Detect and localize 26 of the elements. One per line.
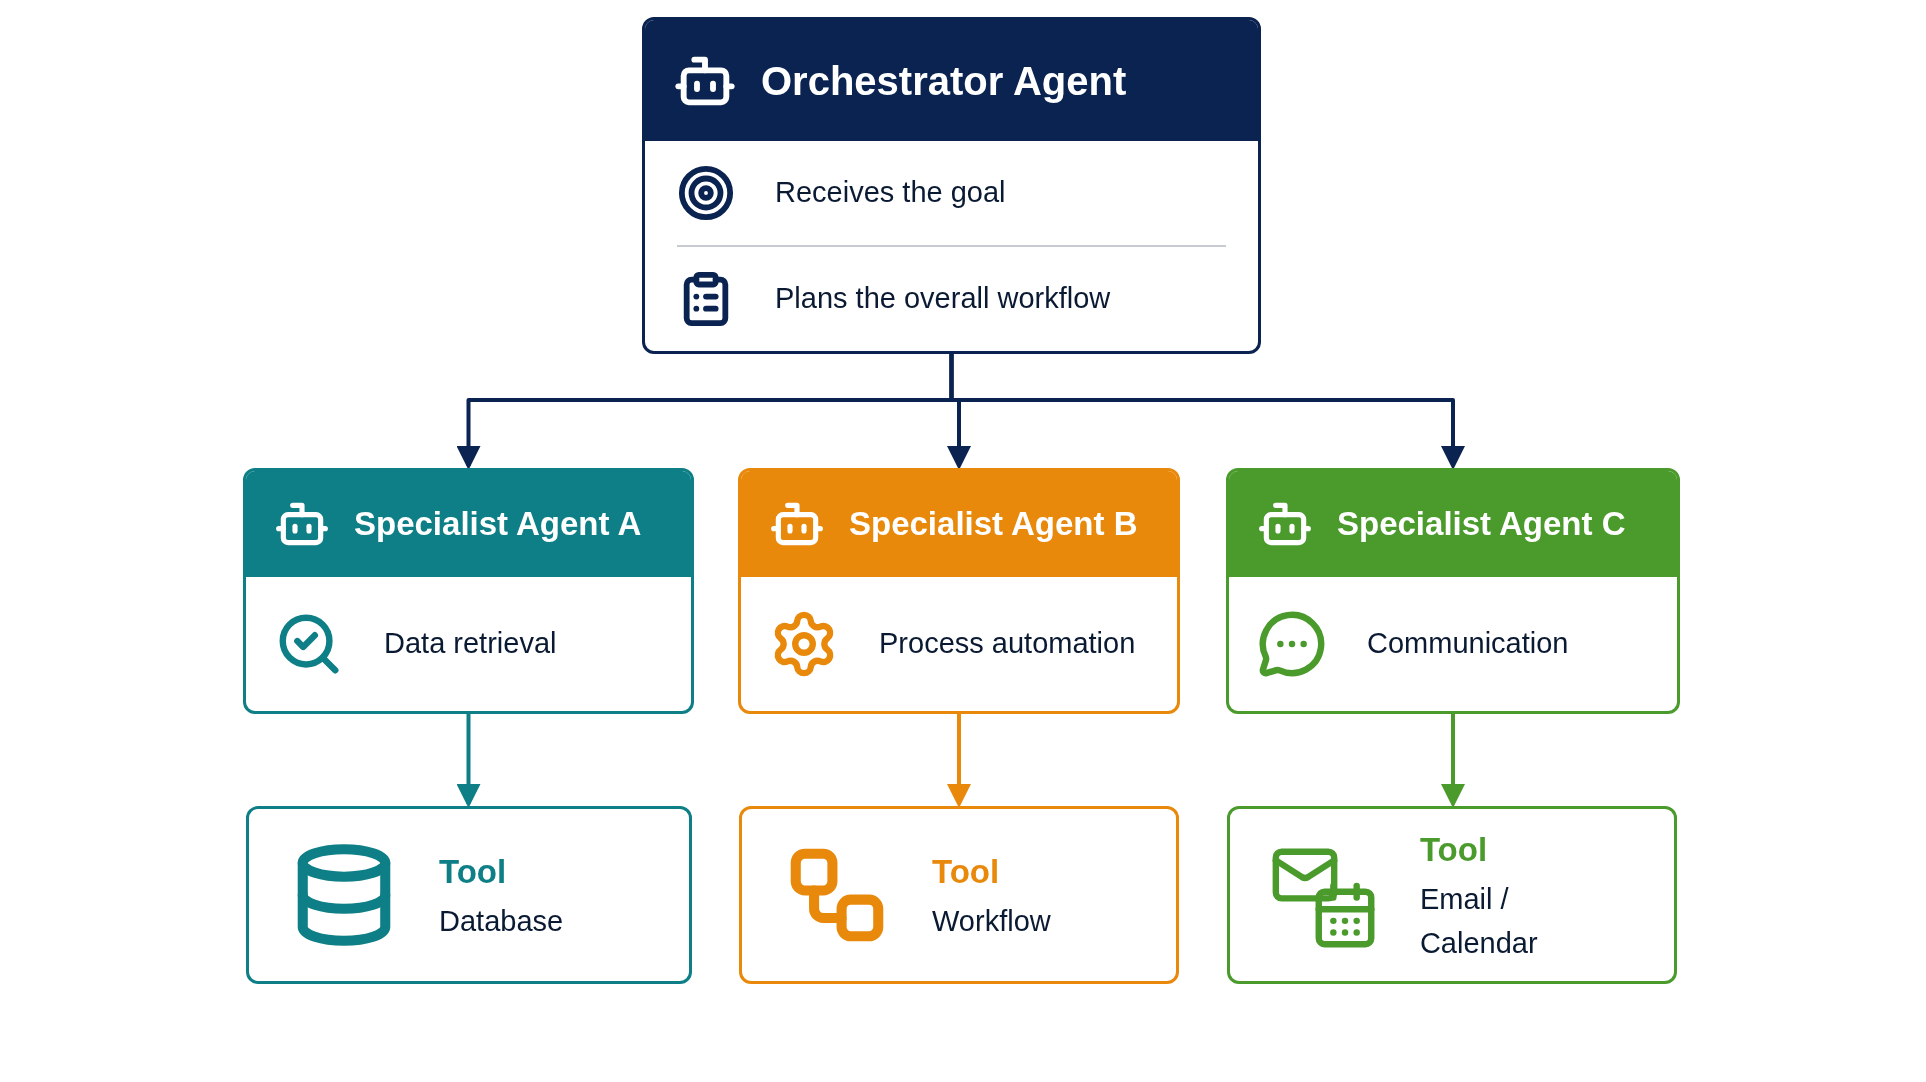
agent-card [243,468,694,714]
tool-name: Database [439,904,564,939]
agent-title: Specialist Agent C [1337,504,1626,545]
role-text: Process automation [879,626,1136,662]
agent-title: Orchestrator Agent [761,57,1127,105]
orchestrator-card [642,17,1261,354]
tool-card [246,806,692,984]
role-text: Communication [1367,626,1569,662]
agent-card [738,468,1180,714]
agent-card [1226,468,1680,714]
agent-title: Specialist Agent B [849,504,1138,545]
role-text: Data retrieval [384,626,557,662]
tool-name: Workflow [932,904,1051,939]
tool-label: Tool [932,851,1001,892]
arrow [949,354,1465,470]
arrow [947,714,971,808]
tool-name: Email / Calendar [1419,882,1539,961]
tool-label: Tool [439,851,508,892]
arrow [1441,714,1465,808]
tool-card [739,806,1179,984]
tool-label: Tool [1419,829,1489,870]
arrow [456,714,481,808]
agent-title: Specialist Agent A [354,504,642,545]
step-text: Receives the goal [775,175,1006,211]
step-text: Plans the overall workflow [775,281,1111,317]
tool-card [1227,806,1677,984]
